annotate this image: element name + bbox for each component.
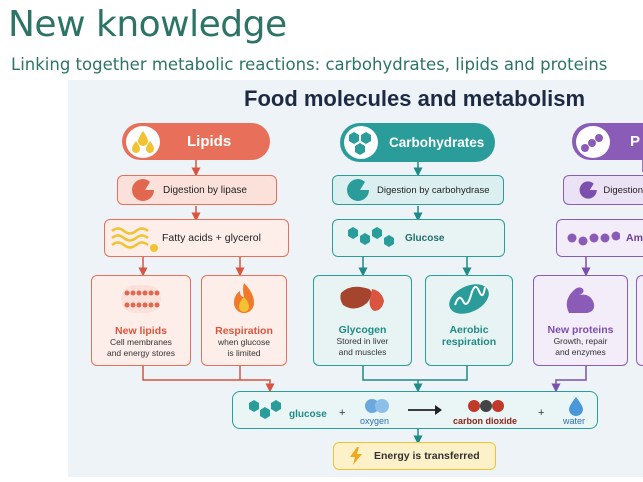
lipids-respiration-box: Respiration when glucose is limited bbox=[201, 275, 287, 366]
aerobic-respiration-box: Aerobic respiration bbox=[425, 275, 513, 366]
proteins-extra-box bbox=[636, 275, 643, 366]
proteins-digestion-label: Digestion bbox=[603, 184, 643, 196]
proteins-header-label: P bbox=[630, 133, 641, 150]
flame-icon bbox=[234, 283, 254, 313]
oxygen-molecule-icon bbox=[365, 399, 389, 413]
respiration-equation-box bbox=[232, 391, 598, 429]
lightning-bolt-icon bbox=[350, 447, 362, 465]
new-lipids-box: New lipids Cell membranes and energy sto… bbox=[91, 275, 191, 366]
lipids-respiration-desc-1: when glucose bbox=[218, 337, 270, 347]
equation-plus-1: + bbox=[339, 407, 346, 419]
glycogen-box: Glycogen Stored in liver and muscles bbox=[313, 275, 412, 366]
liver-muscle-icon bbox=[339, 286, 384, 311]
enzyme-icon bbox=[132, 179, 154, 201]
lipids-header-label: Lipids bbox=[187, 133, 232, 150]
carbohydrates-product-box: Glucose bbox=[332, 219, 505, 257]
equation-plus-2: + bbox=[538, 407, 545, 419]
aerobic-respiration-title-1: Aerobic bbox=[449, 324, 489, 336]
reaction-arrow bbox=[408, 405, 442, 415]
new-lipids-desc-2: and energy stores bbox=[106, 347, 176, 358]
new-proteins-box: New proteins Growth, repair and enzymes bbox=[533, 275, 628, 366]
lipids-respiration-title: Respiration bbox=[215, 325, 273, 337]
amino-acids-icon bbox=[567, 231, 620, 246]
new-lipids-desc-1: Cell membranes bbox=[110, 337, 172, 347]
protein-chain-icon bbox=[574, 124, 612, 160]
carbohydrates-product-label: Glucose bbox=[405, 232, 445, 244]
energy-transferred-box: Energy is transferred bbox=[333, 442, 496, 470]
energy-transferred-label: Energy is transferred bbox=[374, 450, 480, 462]
carbohydrates-digestion-box: Digestion by carbohydrase bbox=[332, 175, 504, 205]
proteins-digestion-box: Digestion bbox=[563, 175, 643, 205]
enzyme-icon bbox=[579, 181, 597, 199]
equation-glucose: glucose bbox=[289, 409, 327, 420]
lipids-digestion-box: Digestion by lipase bbox=[117, 175, 277, 205]
glycogen-desc-1: Stored in liver bbox=[336, 336, 389, 346]
lipids-respiration-desc-2: is limited bbox=[227, 347, 261, 358]
glucose-icon bbox=[249, 400, 281, 419]
mitochondrion-icon bbox=[449, 284, 489, 314]
fatty-acids-icon bbox=[111, 227, 158, 252]
glycogen-desc-2: and muscles bbox=[338, 346, 387, 357]
carbon-dioxide-molecule-icon bbox=[468, 400, 504, 412]
oil-drops-icon bbox=[124, 124, 162, 160]
equation-water: water bbox=[563, 416, 586, 426]
lipids-product-box: Fatty acids + glycerol bbox=[104, 219, 289, 257]
hexagon-molecule-icon bbox=[342, 124, 380, 161]
lipids-product-label: Fatty acids + glycerol bbox=[162, 232, 261, 244]
new-proteins-title: New proteins bbox=[547, 324, 614, 336]
equation-oxygen: oxygen bbox=[360, 416, 390, 426]
carbohydrates-digestion-label: Digestion by carbohydrase bbox=[377, 184, 490, 196]
aerobic-respiration-title-2: respiration bbox=[441, 336, 497, 348]
glycogen-title: Glycogen bbox=[338, 324, 387, 336]
proteins-product-box: Am bbox=[556, 219, 643, 257]
new-proteins-desc-1: Growth, repair bbox=[553, 336, 608, 346]
new-lipids-title: New lipids bbox=[115, 325, 167, 337]
new-proteins-desc-2: and enzymes bbox=[555, 346, 606, 357]
diagram-title: Food molecules and metabolism bbox=[244, 86, 586, 111]
glucose-chain-icon bbox=[348, 227, 394, 247]
cell-membrane-icon bbox=[121, 285, 161, 313]
lipids-digestion-label: Digestion by lipase bbox=[163, 184, 247, 196]
enzyme-icon bbox=[347, 179, 369, 201]
proteins-product-label: Am bbox=[626, 232, 643, 244]
muscle-arm-icon bbox=[566, 287, 594, 313]
page-subtitle: Linking together metabolic reactions: ca… bbox=[11, 55, 608, 74]
water-drop-icon bbox=[569, 397, 583, 416]
page-title: New knowledge bbox=[8, 4, 287, 45]
carbohydrates-header-label: Carbohydrates bbox=[389, 135, 485, 150]
equation-carbon-dioxide: carbon dioxide bbox=[453, 416, 518, 426]
